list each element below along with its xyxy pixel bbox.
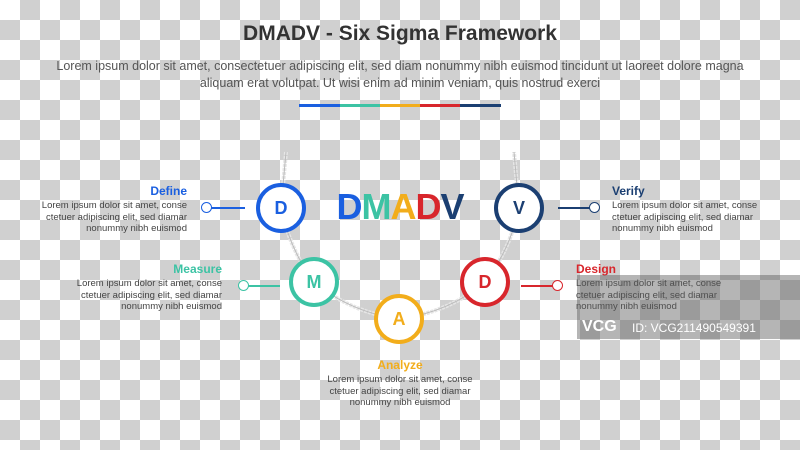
color-bar-measure: [340, 104, 380, 107]
center-letter: A: [390, 186, 416, 227]
color-bar-define: [299, 104, 340, 107]
center-letter: D: [415, 186, 441, 227]
watermark-logo: VCG: [582, 318, 617, 335]
step-circle-analyze: A: [374, 294, 424, 344]
step-label-analyze: Analyze: [377, 358, 423, 372]
step-label-verify: Verify: [612, 184, 645, 198]
connector-design: [521, 285, 553, 287]
color-bar-design: [420, 104, 460, 107]
connector-dot-design: [552, 280, 563, 291]
center-letter: V: [440, 186, 464, 227]
center-letter: D: [336, 186, 362, 227]
connector-define: [211, 207, 245, 209]
center-letter: M: [361, 186, 391, 227]
step-label-measure: Measure: [173, 262, 222, 276]
connector-verify: [558, 207, 590, 209]
connector-dot-verify: [589, 202, 600, 213]
page-title: DMADV - Six Sigma Framework: [243, 22, 557, 45]
color-bar-analyze: [380, 104, 420, 107]
subtitle: Lorem ipsum dolor sit amet, consectetuer…: [56, 59, 744, 90]
watermark-id: ID: VCG211490549391: [632, 321, 756, 335]
center-word: DMADV: [0, 186, 800, 228]
step-label-define: Define: [150, 184, 187, 198]
color-bar-verify: [460, 104, 501, 107]
step-circle-measure: M: [289, 257, 339, 307]
connector-dot-measure: [238, 280, 249, 291]
connector-dot-define: [201, 202, 212, 213]
step-label-design: Design: [576, 262, 617, 276]
step-circle-define: D: [256, 183, 306, 233]
watermark: [577, 275, 800, 339]
step-circle-verify: V: [494, 183, 544, 233]
step-circle-design: D: [460, 257, 510, 307]
connector-measure: [248, 285, 280, 287]
